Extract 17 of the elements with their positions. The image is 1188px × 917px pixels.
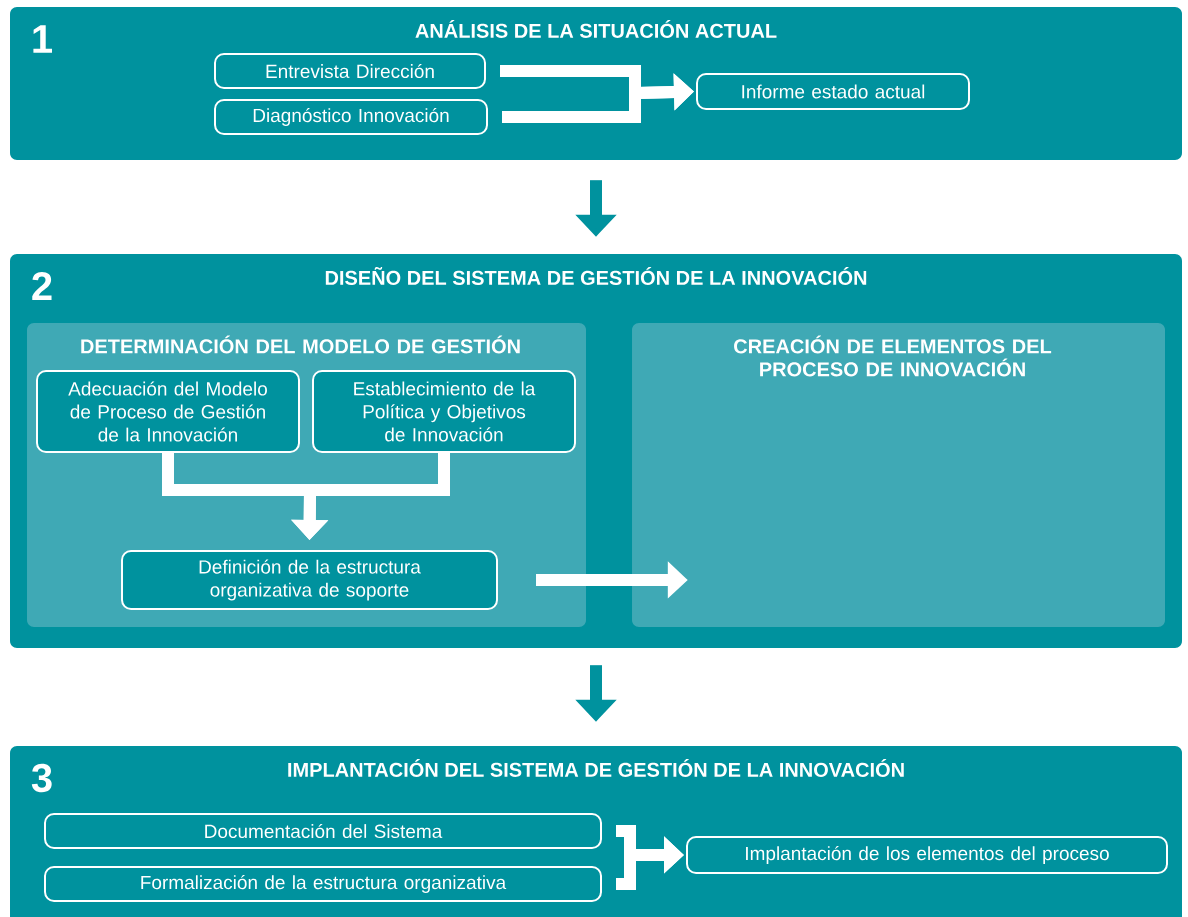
process-box: Informe estado actual — [696, 73, 970, 110]
panel-title: CREACIÓN DE ELEMENTOS DEL PROCESO DE INNOVACIÓN — [734, 335, 1052, 377]
process-box: Entrevista Dirección — [214, 53, 486, 89]
process-box: Definición de la estructura organizativa de soporte — [121, 550, 498, 610]
process-box: Formalización de la estructura organizativa — [44, 866, 602, 902]
process-box: Diagnóstico Innovación — [214, 99, 488, 135]
process-box: Documentación del Sistema — [44, 813, 602, 849]
panel-title: ANÁLISIS DE LA SITUACIÓN ACTUAL — [415, 20, 777, 38]
panel-title: DETERMINACIÓN DEL MODELO DE GESTIÓN — [81, 335, 520, 354]
process-box: Establecimiento de la Política y Objetivos de Innovación — [312, 370, 576, 453]
panel-title: DISEÑO DEL SISTEMA DE GESTIÓN DE LA INNOVACIÓN — [325, 267, 867, 285]
process-box: Implantación de los elementos del proceso — [686, 836, 1168, 874]
process-box: Adecuación del Modelo de Proceso de Gestión de la Innovación — [36, 370, 300, 453]
step-number: 3 — [31, 763, 52, 793]
step-number: 1 — [33, 25, 52, 53]
panel-title: IMPLANTACIÓN DEL SISTEMA DE GESTIÓN DE LA INNOVACIÓN — [288, 759, 904, 777]
step-number: 2 — [32, 272, 52, 300]
